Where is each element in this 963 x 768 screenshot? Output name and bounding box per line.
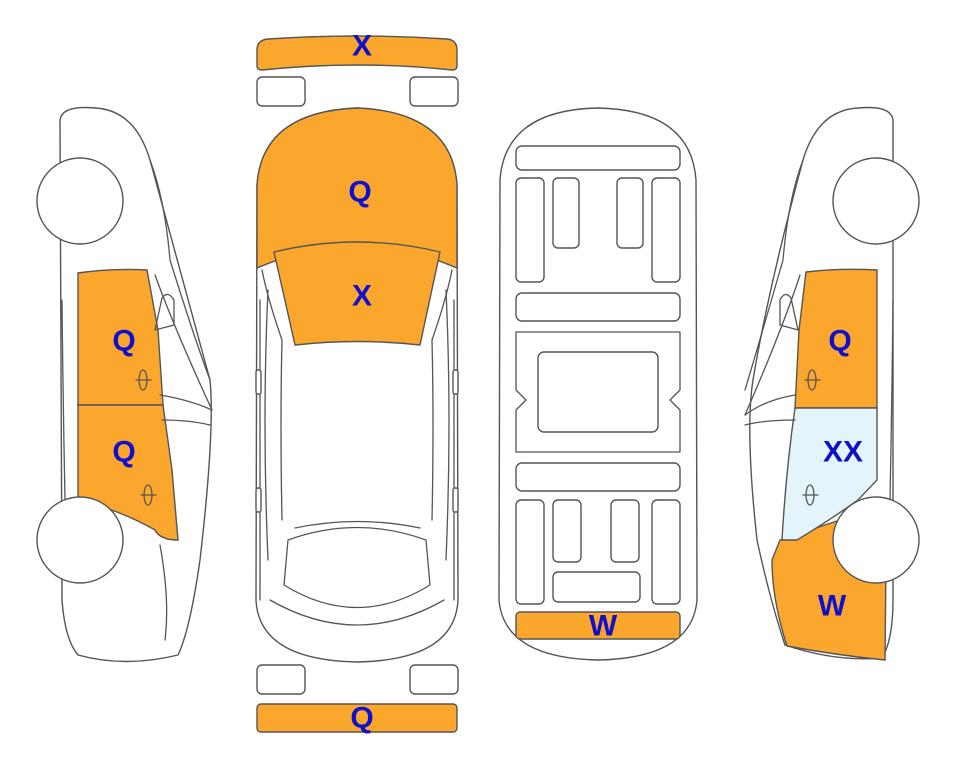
front-left-light: [256, 76, 306, 107]
left-front-wheel: [36, 157, 124, 245]
windshield-panel[interactable]: [273, 241, 441, 346]
right-rear-quarter-label: W: [818, 590, 847, 623]
right-side-view: Q XX W: [744, 106, 920, 661]
front-bumper-area: X: [256, 30, 459, 107]
front-right-light: [409, 76, 459, 107]
rear-right-light: [409, 664, 459, 695]
rear-bumper-label: Q: [350, 702, 373, 735]
rear-bumper-panel[interactable]: [256, 703, 458, 733]
right-rear-door-label: XX: [823, 436, 863, 469]
right-front-door-label: Q: [828, 325, 851, 358]
left-front-door-label: Q: [112, 325, 135, 358]
front-bumper-panel[interactable]: [256, 35, 458, 71]
left-rear-door-label: Q: [112, 436, 135, 469]
underbody-rear-label: W: [589, 610, 618, 643]
left-rear-wheel: [36, 496, 124, 584]
front-bumper-label: X: [352, 30, 372, 63]
underbody-rear-panel[interactable]: [515, 611, 681, 640]
underbody-view: W: [498, 107, 698, 661]
rear-bumper-area: Q: [256, 664, 459, 735]
top-view-car: Q X: [255, 107, 459, 663]
left-side-view: Q Q: [36, 106, 213, 663]
rear-left-light: [256, 664, 306, 695]
right-front-wheel: [832, 157, 920, 245]
hood-label: Q: [348, 176, 371, 209]
windshield-label: X: [352, 280, 372, 313]
right-rear-wheel: [832, 496, 920, 584]
